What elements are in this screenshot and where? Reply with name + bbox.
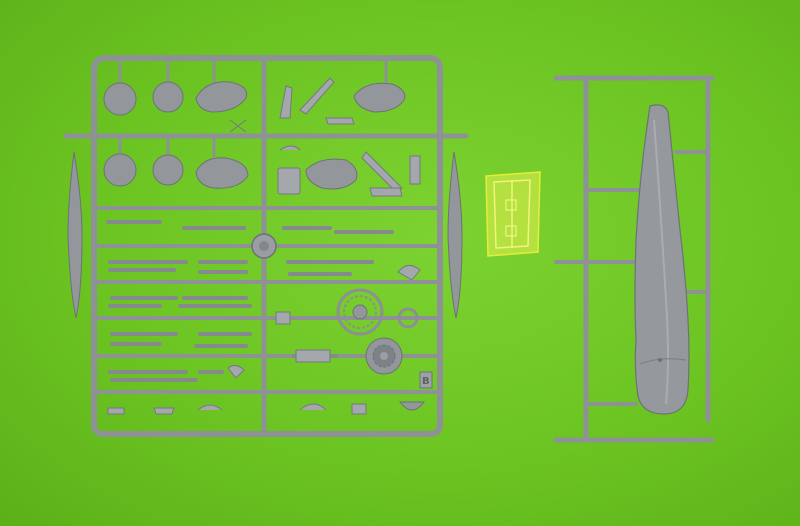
fuselage-half: [634, 104, 690, 415]
clear-part-canopy: [485, 171, 541, 257]
parts-struts: [106, 220, 394, 382]
parts-bottom-row: [107, 364, 426, 415]
parts-second-row: [103, 145, 421, 197]
sprue-letter-tab: B: [419, 371, 433, 389]
sprue-center-hub: [251, 233, 277, 259]
sprue-frame-right: [553, 75, 715, 443]
parts-top-row: [103, 77, 406, 133]
parts-side-tanks: [67, 151, 463, 319]
parts-engine: [275, 265, 421, 375]
sprue-letter: B: [422, 376, 430, 387]
